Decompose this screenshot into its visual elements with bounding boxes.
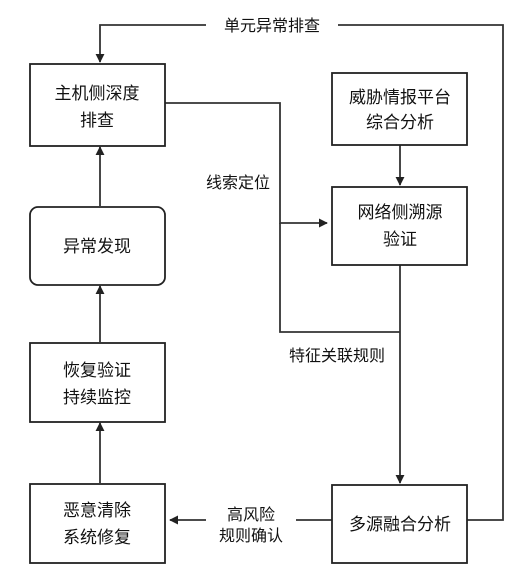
edge-label-high-risk: 高风险 xyxy=(227,505,275,524)
node-anomaly-detection: 异常发现 xyxy=(29,206,166,286)
edge-label-feature: 特征关联规则 xyxy=(289,346,385,365)
node-cleanup-repair: 恶意清除 系统修复 xyxy=(29,483,166,564)
node-label: 主机侧深度 xyxy=(55,84,140,104)
node-label: 恢复验证 xyxy=(63,361,131,381)
node-label: 威胁情报平台 xyxy=(349,88,451,108)
node-network-tracing: 网络侧溯源 验证 xyxy=(331,186,468,266)
node-label: 网络侧溯源 xyxy=(358,203,443,223)
node-label: 验证 xyxy=(383,230,417,250)
edge-host-to-network xyxy=(165,102,328,228)
node-label: 恶意清除 xyxy=(63,501,131,521)
node-label: 多源融合分析 xyxy=(349,515,451,535)
node-host-investigation: 主机侧深度 排查 xyxy=(29,63,166,147)
edge-label-clue: 线索定位 xyxy=(206,173,270,192)
node-label: 排查 xyxy=(80,111,114,131)
edge-fusion-to-host xyxy=(95,24,504,521)
node-multi-source-fusion: 多源融合分析 xyxy=(331,484,468,564)
node-label: 异常发现 xyxy=(63,237,131,257)
node-threat-intel: 威胁情报平台 综合分析 xyxy=(331,72,468,146)
edge-label-rule-confirm: 规则确认 xyxy=(219,526,283,545)
node-label: 持续监控 xyxy=(63,388,131,408)
node-recovery-monitoring: 恢复验证 持续监控 xyxy=(29,342,166,423)
node-label: 综合分析 xyxy=(366,113,434,133)
edge-branch-feature xyxy=(279,223,400,333)
edge-label-single-unit: 单元异常排查 xyxy=(224,16,320,35)
node-label: 系统修复 xyxy=(63,528,131,548)
